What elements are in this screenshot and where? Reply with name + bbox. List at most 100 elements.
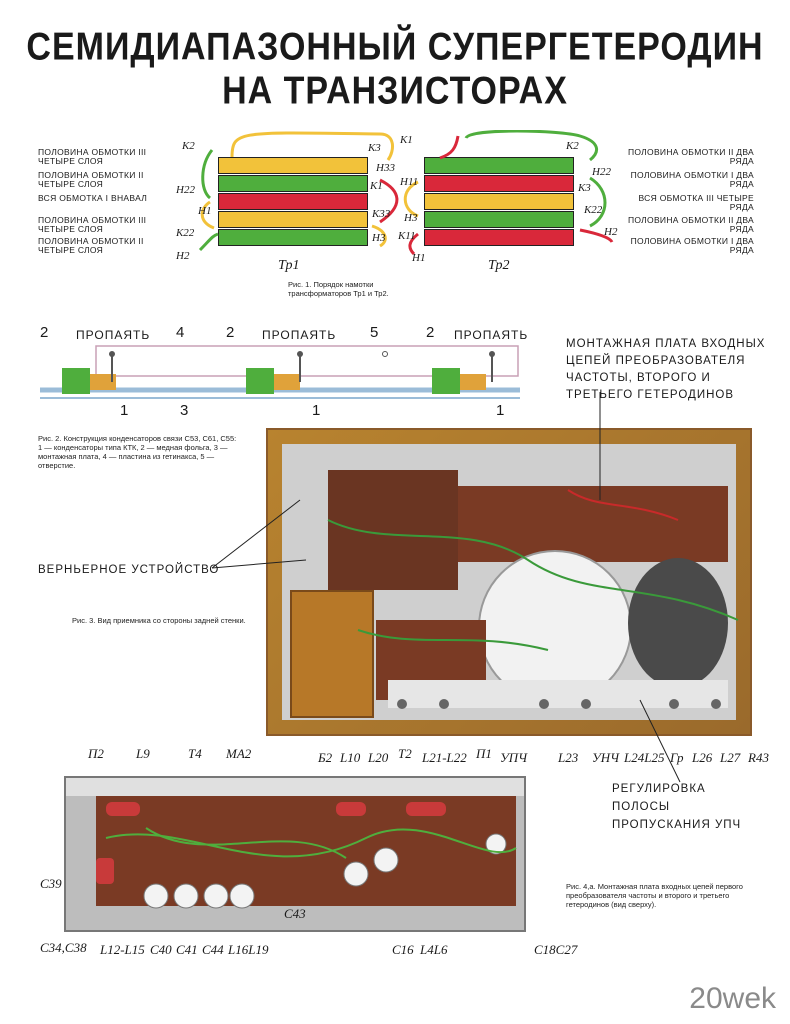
fig3-part-label: L20 (368, 750, 389, 765)
vernier-label: ВЕРНЬЕРНОЕ УСТРОЙСТВО (38, 564, 220, 576)
terminal-label: К2 (182, 140, 195, 152)
fig1-right-label: ПОЛОВИНА ОБМОТКИ I ДВА РЯДА (630, 170, 754, 189)
receiver-rear-photo (266, 428, 752, 736)
fig2-drawing (40, 345, 520, 399)
fig1-right-label: ВСЯ ОБМОТКА III ЧЕТЫРЕ РЯДА (638, 193, 754, 212)
fig4-top-label: L9 (136, 746, 150, 761)
fig4-bottom-label: L16L19 (228, 942, 269, 957)
input-board-photo (64, 776, 526, 932)
fig4-side-label: С34,С38 (40, 940, 87, 955)
terminal-label: Н3 (404, 212, 418, 224)
speaker (628, 558, 728, 688)
fig1-left-label: ПОЛОВИНА ОБМОТКИ III ЧЕТЫРЕ СЛОЯ (38, 215, 147, 234)
board-components (96, 802, 517, 909)
tr2-coil (424, 175, 574, 192)
terminal-label: Н33 (376, 162, 395, 174)
figure-2: 2 ПРОПАЯТЬ 4 2 ПРОПАЯТЬ 5 2 ПРОПАЯТЬ 1 3… (0, 318, 560, 508)
fig2-num: 5 (370, 324, 380, 341)
tr1-coil (218, 157, 368, 174)
tr1-coil (218, 211, 368, 228)
terminal-label: Н11 (400, 176, 419, 188)
fig4-bottom-label: С41 (176, 942, 198, 957)
tr1-coil (218, 193, 368, 210)
wiring (327, 489, 739, 709)
terminal-label: К22 (176, 227, 195, 239)
fig4-bottom-label: С16 (392, 942, 414, 957)
fig1-right-label: ПОЛОВИНА ОБМОТКИ II ДВА РЯДА (627, 215, 754, 234)
fig2-num: 1 (312, 402, 322, 419)
fig1-right-label: ПОЛОВИНА ОБМОТКИ I ДВА РЯДА (630, 236, 754, 255)
tr1-coil (218, 229, 368, 246)
fig2-num: 3 (180, 402, 190, 419)
tr2-label: Тр2 (488, 258, 510, 273)
terminal-label: Н22 (592, 166, 611, 178)
tr2-coil (424, 229, 574, 246)
fig3-part-label: Гр (670, 750, 684, 765)
fig4-top-label: П1 (476, 746, 492, 761)
fig2-num: 4 (176, 324, 186, 341)
tr1-coil (218, 175, 368, 192)
fig1-left-label: ВСЯ ОБМОТКА I ВНАВАЛ (38, 193, 148, 203)
fig2-caption: Рис. 2. Конструкция конденсаторов связи … (38, 434, 237, 470)
terminal-label: Н22 (176, 184, 195, 196)
page-title-line1: СЕМИДИАПАЗОННЫЙ СУПЕРГЕТЕРОДИН (26, 25, 764, 69)
chassis-rail (66, 778, 524, 796)
fig1-left-label: ПОЛОВИНА ОБМОТКИ II ЧЕТЫРЕ СЛОЯ (38, 236, 144, 255)
terminal-label: К2 (566, 140, 579, 152)
terminal-label: К33 (372, 208, 391, 220)
terminal-label: К22 (584, 204, 603, 216)
fig2-num: 2 (226, 324, 236, 341)
fig2-num: 1 (120, 402, 130, 419)
fig3-caption: Рис. 3. Вид приемника со стороны задней … (72, 616, 246, 625)
circuit-board (328, 470, 458, 590)
watermark: 20wek (689, 982, 776, 1015)
terminal-label: Н3 (372, 232, 386, 244)
solder-label: ПРОПАЯТЬ (454, 328, 529, 342)
fig3-part-label: L23 (558, 750, 579, 765)
fig2-num: 1 (496, 402, 506, 419)
terminal-label: К3 (578, 182, 591, 194)
board-note: МОНТАЖНАЯ ПЛАТА ВХОДНЫХ ЦЕПЕЙ ПРЕОБРАЗОВ… (566, 338, 766, 401)
tr1-label: Тр1 (278, 258, 300, 273)
solder-label: ПРОПАЯТЬ (262, 328, 337, 342)
fig3-part-label: УНЧ (592, 750, 620, 765)
fig3-part-label: УПЧ (500, 750, 528, 765)
fig3-part-label: L21-L22 (422, 750, 467, 765)
terminal-label: Н1 (198, 205, 212, 217)
tr2-coil (424, 193, 574, 210)
fig1-right-label: ПОЛОВИНА ОБМОТКИ II ДВА РЯДА (627, 147, 754, 166)
fig4-side-label: С39 (40, 876, 62, 891)
terminal-label: Н1 (412, 252, 426, 264)
circuit-board (96, 796, 516, 906)
page-title-line2: НА ТРАНЗИСТОРАХ (222, 69, 568, 113)
battery-pack (290, 590, 374, 718)
fig4-bottom-label: L12-L15 (100, 942, 145, 957)
terminal-label: К1 (400, 134, 413, 146)
terminal-label: Н2 (604, 226, 618, 238)
fig3-part-label: R43 (748, 750, 769, 765)
solder-label: ПРОПАЯТЬ (76, 328, 151, 342)
figure-1: ПОЛОВИНА ОБМОТКИ III ЧЕТЫРЕ СЛОЯ ПОЛОВИН… (0, 130, 790, 310)
terminal-label: К3 (368, 142, 381, 154)
terminal-label: К11 (398, 230, 416, 242)
fig1-left-label: ПОЛОВИНА ОБМОТКИ III ЧЕТЫРЕ СЛОЯ (38, 147, 147, 166)
fig1-caption: Рис. 1. Порядок намотки трансформаторов … (288, 280, 389, 298)
fig4-bottom-label: L4L6 (420, 942, 448, 957)
fig4-caption: Рис. 4,а. Монтажная плата входных цепей … (566, 882, 743, 909)
fig4-top-label: Т2 (398, 746, 412, 761)
fig1-lead-wires (198, 130, 614, 256)
fig2-num: 2 (40, 324, 50, 341)
fig3-part-label: L26 (692, 750, 713, 765)
ifbw-label: РЕГУЛИРОВКА ПОЛОСЫ ПРОПУСКАНИЯ УПЧ (612, 783, 742, 831)
tr2-coil (424, 157, 574, 174)
fig3-part-label: Б2 (318, 750, 333, 765)
terminal-label: Н2 (176, 250, 190, 262)
fig4-top-label: L10 (340, 750, 361, 765)
fig4-side-label: С43 (284, 906, 306, 921)
fig4-bottom-label: С18С27 (534, 942, 578, 957)
fig4-top-label: П2 (88, 746, 104, 761)
fig4-top-label: Т4 (188, 746, 202, 761)
fig1-left-label: ПОЛОВИНА ОБМОТКИ II ЧЕТЫРЕ СЛОЯ (38, 170, 144, 189)
terminal-label: К1 (370, 180, 383, 192)
fig2-num: 2 (426, 324, 436, 341)
